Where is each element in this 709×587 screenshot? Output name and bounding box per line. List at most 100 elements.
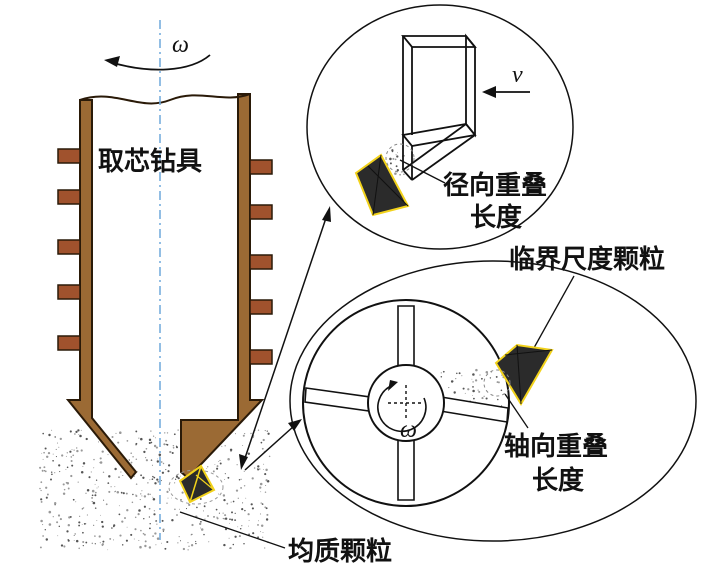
soil-grain [148,438,152,442]
soil-grain [218,461,220,462]
soil-grain [162,462,165,465]
soil-grain [121,544,124,546]
soil-grain [155,446,158,449]
soil-grain [82,531,84,534]
soil-grain [99,542,101,544]
soil-grain [495,375,498,378]
soil-grain [102,540,105,543]
soil-grain [54,502,57,505]
soil-grain [125,539,128,542]
soil-grain [126,440,129,442]
soil-grain [138,437,140,439]
right-tooth [249,299,273,315]
soil-grain [442,370,445,373]
soil-grain [481,397,484,400]
soil-grain [114,467,117,471]
soil-grain [62,483,65,486]
soil-grain [472,373,475,376]
soil-grain [79,434,82,438]
soil-grain [196,506,198,509]
soil-grain [115,432,117,434]
soil-grain [151,478,154,481]
soil-grain [65,481,68,484]
soil-grain [135,430,138,433]
soil-grain [133,475,135,477]
soil-grain [107,549,109,551]
soil-grain [59,518,62,521]
soil-grain [191,523,194,527]
soil-grain [229,518,231,521]
blade-top [397,305,415,375]
soil-grain [43,466,46,469]
center-crosshair [388,385,424,421]
soil-grain [63,488,66,491]
soil-grain [216,467,219,470]
soil-grain [161,471,165,474]
soil-grain [79,515,81,517]
soil-grain [153,444,157,448]
soil-grain [111,527,113,529]
soil-grain [177,429,179,431]
soil-grain [260,531,262,533]
soil-grain [77,429,80,432]
soil-grain [234,433,236,435]
soil-grain [40,481,43,484]
soil-grain [76,449,79,453]
soil-grain [403,173,405,176]
soil-grain [174,482,176,484]
soil-grain [165,443,167,445]
soil-grain [108,490,111,493]
soil-grain [264,473,267,476]
soil-grain [462,387,465,390]
soil-grain [257,465,260,468]
soil-grain [128,459,130,461]
soil-grain [48,523,52,526]
axial-overlap-leader-line [504,393,529,429]
soil-grain [59,471,61,473]
soil-grain [101,450,104,453]
soil-grain [251,507,254,510]
soil-grain [227,457,230,461]
soil-grain [55,456,57,458]
soil-grain [195,542,197,545]
soil-grain [167,497,169,499]
soil-grain [107,454,109,456]
soil-grain [227,476,230,479]
soil-grain [152,435,155,437]
soil-grain [144,544,147,548]
soil-grain [265,507,268,510]
soil-grain [91,496,94,499]
soil-grain [142,476,145,479]
soil-grain [237,526,239,528]
soil-grain [44,470,47,473]
soil-grain [47,451,51,455]
soil-grain [243,543,245,545]
soil-grain [389,162,392,165]
soil-grain [112,539,115,541]
soil-grain [134,528,137,531]
soil-grain [200,520,202,523]
soil-grain [239,528,242,530]
soil-grain [247,452,251,455]
soil-grain [155,520,158,523]
soil-grain [150,459,153,461]
soil-grain [151,464,153,466]
radial-overlap-label-line2: 长度 [470,202,522,233]
soil-grain [474,379,478,382]
axial-overlap-label-line2: 长度 [532,465,584,496]
soil-grain [109,537,112,540]
soil-grain [152,496,154,498]
soil-grain [119,534,122,537]
soil-grain [126,509,129,512]
soil-grain [97,486,99,488]
soil-grain [229,448,233,452]
soil-grain [94,507,97,509]
soil-grain [180,499,182,501]
omega-symbol-top: ω [172,32,189,58]
soil-grain [80,429,82,431]
soil-grain [51,429,53,431]
soil-grain [259,486,262,489]
soil-grain [166,490,169,493]
soil-grain [126,526,128,528]
soil-grain [264,506,267,509]
